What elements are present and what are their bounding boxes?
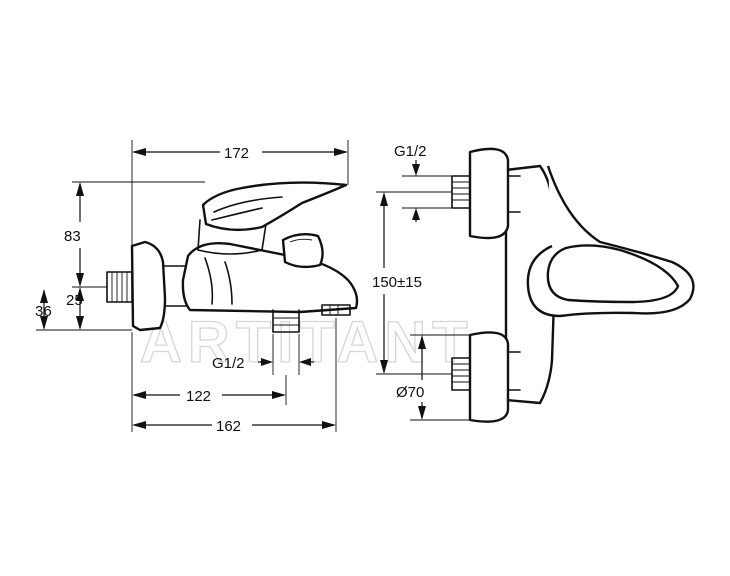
dim-25: 25 [66,292,83,309]
side-lever-handle [201,181,348,232]
side-spout-outlet [321,304,351,316]
front-escutcheon-lower [468,331,510,423]
side-escutcheon [130,240,167,332]
front-escutcheon-upper [468,147,510,240]
side-diverter-knob [281,233,324,269]
front-view-dimensions: G1/2 150±15 Ø70 [372,143,470,421]
dim-162: 162 [216,418,241,435]
front-inlet-lower [451,357,471,391]
front-view [451,147,695,423]
side-mixer-body [181,242,359,314]
dim-122: 122 [186,388,211,405]
side-view [106,181,359,333]
watermark: ARTITANT [140,310,474,375]
dim-83: 83 [64,228,81,245]
side-bottom-outlet [272,309,300,333]
dim-172: 172 [224,145,249,162]
dim-150-15: 150±15 [372,274,422,291]
dim-diameter-70: Ø70 [396,384,424,401]
side-view-dimensions: 172 83 25 36 G1/2 1 [35,140,349,435]
dim-36: 36 [35,303,52,320]
front-inlet-upper [451,175,471,209]
dim-g12-inlet: G1/2 [394,143,427,160]
side-inlet-stub [106,271,133,303]
dim-g12-outlet: G1/2 [212,355,245,372]
